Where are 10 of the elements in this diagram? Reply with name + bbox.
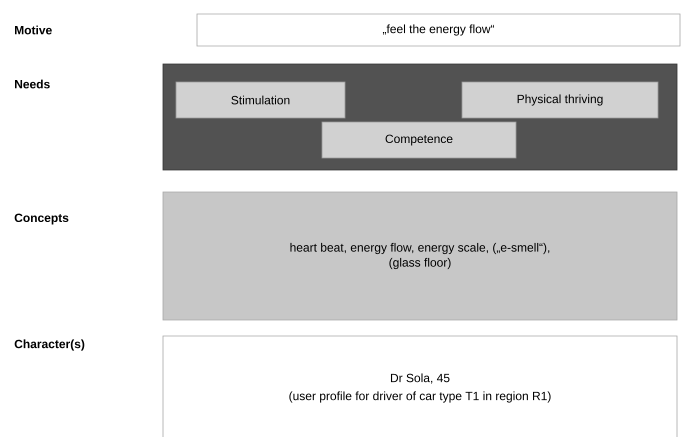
need-box: Competence <box>322 122 516 158</box>
motive-box: „feel the energy flow“ <box>196 14 680 46</box>
character-box: Dr Sola, 45 (user profile for driver of car type T1 in region R1) <box>162 336 678 437</box>
need-box: Physical thriving <box>462 82 658 118</box>
row-label: Concepts <box>14 214 68 224</box>
need-box: Stimulation <box>176 82 346 118</box>
row-label: Needs <box>15 80 50 88</box>
concepts-box: heart beat, energy flow, energy scale, („e-smell“), (glass floor) <box>162 192 678 320</box>
row-label: Character(s) <box>14 339 84 351</box>
row-label: Motive <box>15 26 52 34</box>
